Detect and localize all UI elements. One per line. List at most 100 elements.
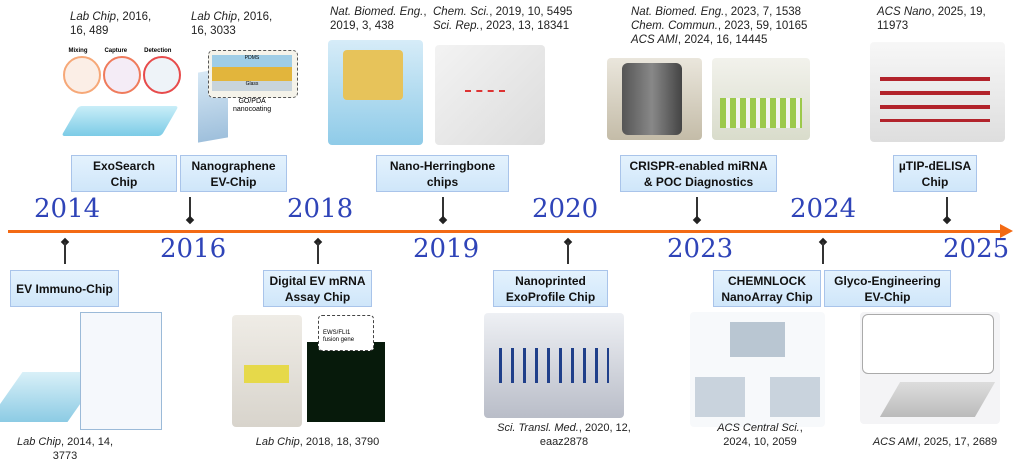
year-2016: 2016 [160,234,227,264]
year-2019: 2019 [413,234,480,264]
label-detection: Detection [144,48,172,54]
label-nanographene-ev-chip: Nanographene EV-Chip [180,155,287,192]
capture-circle [103,56,141,94]
journal: Sci. Rep. [433,20,480,32]
glyco-engineering-diagram [860,312,1000,424]
connector [696,197,698,219]
connector [442,197,444,219]
connector [317,242,319,264]
cite-detail: 2024, 10, 2059 [723,436,797,448]
citation-utip: ACS Nano, 2025, 19, 11973 [877,5,986,33]
label-glyco-engineering-ev-chip: Glyco-Engineering EV-Chip [824,270,951,307]
journal: ACS AMI [631,34,678,46]
herringbone-structure [343,50,403,100]
timeline-arrowhead [1000,224,1013,238]
channels [499,348,609,383]
journal: Nat. Biomed. Eng. [631,6,725,18]
citation-chemnlock: ACS Central Sci.,2024, 10, 2059 [700,421,820,449]
journal: Chem. Commun. [631,20,718,32]
connector [946,197,948,219]
year-2014: 2014 [34,194,101,224]
journal: Chem. Sci. [433,6,490,18]
journal: Lab Chip [255,436,300,448]
timeline-axis [8,230,1004,233]
cite-detail: , 2018, 18, 3790 [299,436,380,448]
connector [64,242,66,264]
process-steps-panel [80,312,162,430]
cite-detail: eaaz2878 [539,436,589,448]
device [622,63,682,135]
stage-labels: Mixing Capture Detection [60,48,180,54]
cite-detail: , 2025, 19, [931,6,986,18]
cite-detail: 11973 [877,20,909,32]
citation-digital-ev: Lab Chip, 2018, 18, 3790 [250,435,385,449]
chip [879,382,996,417]
marker-diamond [692,215,702,225]
journal: ACS Nano [877,6,932,18]
marker-diamond [185,215,195,225]
assay-region [244,365,289,383]
herringbone-chip-photo [435,45,545,145]
citation-herringbone-1: Nat. Biomed. Eng., 2019, 3, 438 [330,5,427,33]
connector [189,197,191,219]
nanoarray [730,322,785,357]
label-nano-herringbone-chips: Nano-Herringbone chips [376,155,509,192]
citation-exoprofile: Sci. Transl. Med., 2020, 12, eaaz2878 [484,421,644,449]
exosearch-chip-image: Mixing Capture Detection [60,48,181,143]
marker-diamond [942,215,952,225]
cite-detail: 16, 489 [70,25,109,37]
label-capture: Capture [104,48,128,54]
label-utip-delisa-chip: µTIP-dELISA Chip [893,155,977,192]
label-chemnlock-nanoarray-chip: CHEMNLOCK NanoArray Chip [713,270,821,307]
graphene-layer [212,67,292,81]
label-mixing: Mixing [68,48,88,54]
ev-immuno-chip-image [0,312,162,430]
utip-delisa-photo [870,42,1005,142]
exoprofile-chip-photo [484,313,624,418]
detection-circle [143,56,181,94]
cite-detail: , 2024, 16, 14445 [677,34,768,46]
cite-detail: , [423,6,427,18]
cite-detail: , [799,422,803,434]
cite-detail: , 2016, [116,11,152,23]
journal: ACS Central Sci. [717,422,800,434]
citation-exosearch: Lab Chip, 2016,16, 489 [70,10,151,38]
reaction-chamber [770,377,820,417]
journal: Nat. Biomed. Eng. [330,6,424,18]
fluorescence-image [307,342,385,422]
connector [567,242,569,264]
channel [465,90,505,102]
journal: Sci. Transl. Med. [497,422,579,434]
cite-detail: 2019, 3, 438 [330,20,394,32]
mixing-circle [63,56,101,94]
cite-detail: , 2023, 13, 18341 [479,20,570,32]
citation-ev-immuno: Lab Chip, 2014, 14, 3773 [5,435,125,463]
cite-detail: , 2023, 59, 10165 [717,20,808,32]
digital-assay-chip-photo [232,315,302,427]
cite-detail: , 2019, 10, 5495 [489,6,573,18]
test-strips-photo [712,58,810,140]
chemnlock-diagram [690,312,825,427]
nanographene-chip-image: PDMS Glass GO/PDA nanocoating [188,50,298,145]
label-exosearch-chip: ExoSearch Chip [71,155,177,192]
citation-nanographene: Lab Chip, 2016,16, 3033 [191,10,272,38]
channels [880,67,990,122]
marker-diamond [438,215,448,225]
journal: Lab Chip [191,11,238,23]
label-digital-ev-mrna-chip: Digital EV mRNA Assay Chip [263,270,372,307]
cite-detail: , 2020, 12, [578,422,631,434]
year-2025: 2025 [943,234,1010,264]
journal: ACS AMI [872,436,918,448]
cite-detail: 16, 3033 [191,25,236,37]
cite-detail: , 2016, [237,11,273,23]
year-2024: 2024 [790,194,857,224]
year-2020: 2020 [532,194,599,224]
cite-detail: , 2023, 7, 1538 [724,6,802,18]
journal: Lab Chip [16,436,62,448]
chip-slab [61,106,179,136]
reaction-chamber [695,377,745,417]
label-nanoprinted-exoprofile-chip: Nanoprinted ExoProfile Chip [493,270,608,307]
label-pdms: PDMS [212,55,292,67]
poc-device-photo [607,58,702,140]
